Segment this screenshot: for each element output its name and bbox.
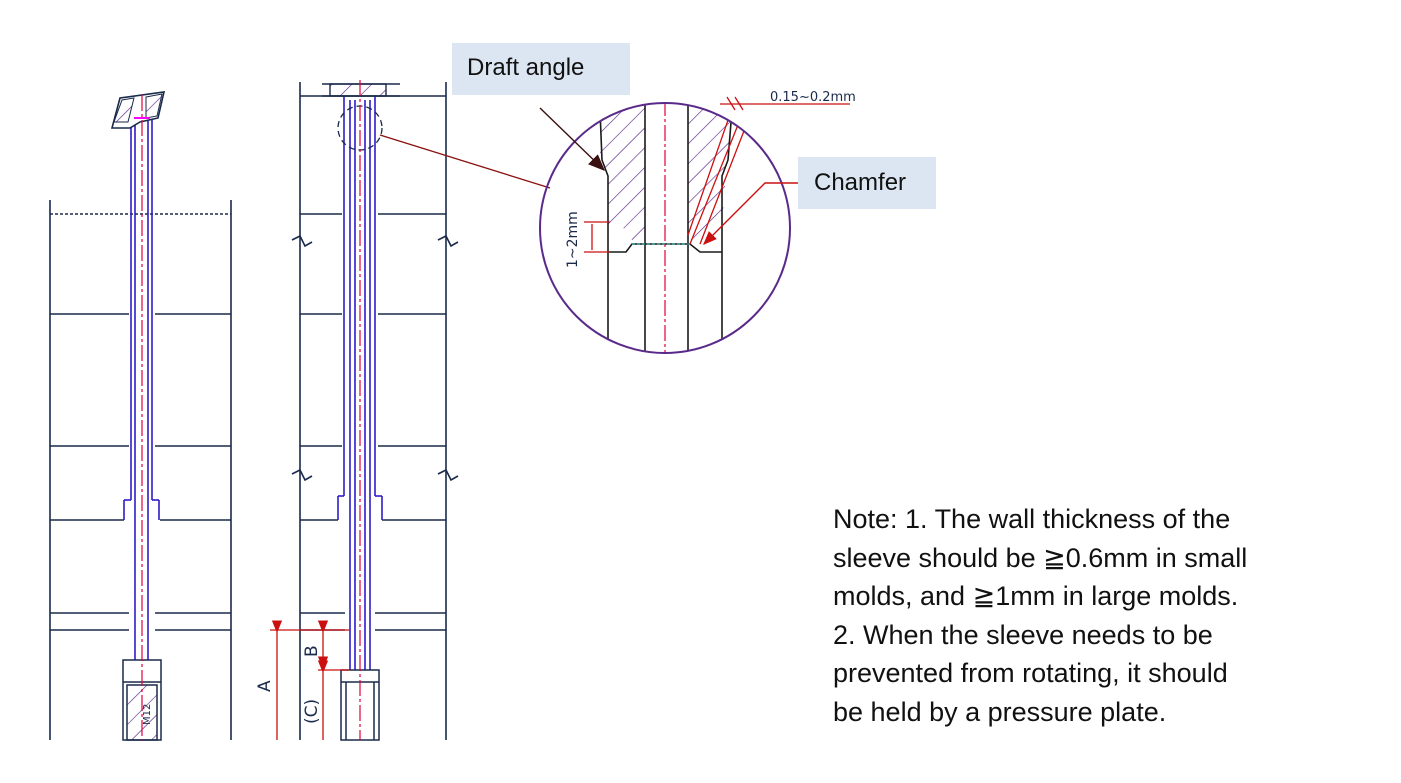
middle-sleeve: [337, 96, 383, 670]
note-line: be held by a pressure plate.: [833, 696, 1167, 727]
detail-circle: [539, 102, 791, 354]
thread-label: M12: [142, 704, 153, 725]
middle-view: A B (C): [255, 80, 459, 741]
left-sleeve: [123, 118, 160, 660]
chamfer-label: Chamfer: [814, 169, 907, 196]
design-note: Note: 1. The wall thickness of the sleev…: [833, 500, 1373, 731]
chamfer-callout: Chamfer: [798, 157, 936, 209]
note-line: molds, and ≧1mm in large molds.: [833, 581, 1239, 611]
note-line: sleeve should be ≧0.6mm in small: [833, 542, 1248, 573]
tolerance-label: 0.15~0.2mm: [770, 90, 856, 105]
detail-view: 1~2mm: [539, 102, 791, 354]
dimension-c-label: (C): [302, 699, 322, 724]
left-sleeve-head: [110, 91, 166, 129]
note-line: Note: 1. The wall thickness of the: [833, 504, 1231, 534]
left-mold-plates: [49, 200, 232, 740]
left-view: M12: [49, 91, 232, 741]
draft-angle-callout: Draft angle: [452, 43, 630, 95]
tolerance-dimension: 0.15~0.2mm: [720, 90, 856, 111]
note-line: 2. When the sleeve needs to be: [833, 619, 1213, 650]
draft-angle-arrow: [539, 107, 606, 171]
dimension-lines: [270, 620, 350, 740]
note-line: prevented from rotating, it should: [833, 658, 1228, 688]
draft-angle-label: Draft angle: [467, 54, 585, 81]
dimension-b-label: B: [302, 645, 322, 657]
chamfer-arrow: [703, 182, 798, 245]
detail-leader-line: [379, 134, 551, 189]
dimension-a-label: A: [255, 680, 275, 692]
middle-sleeve-head: [322, 83, 400, 97]
length-dimension-label: 1~2mm: [565, 211, 581, 268]
